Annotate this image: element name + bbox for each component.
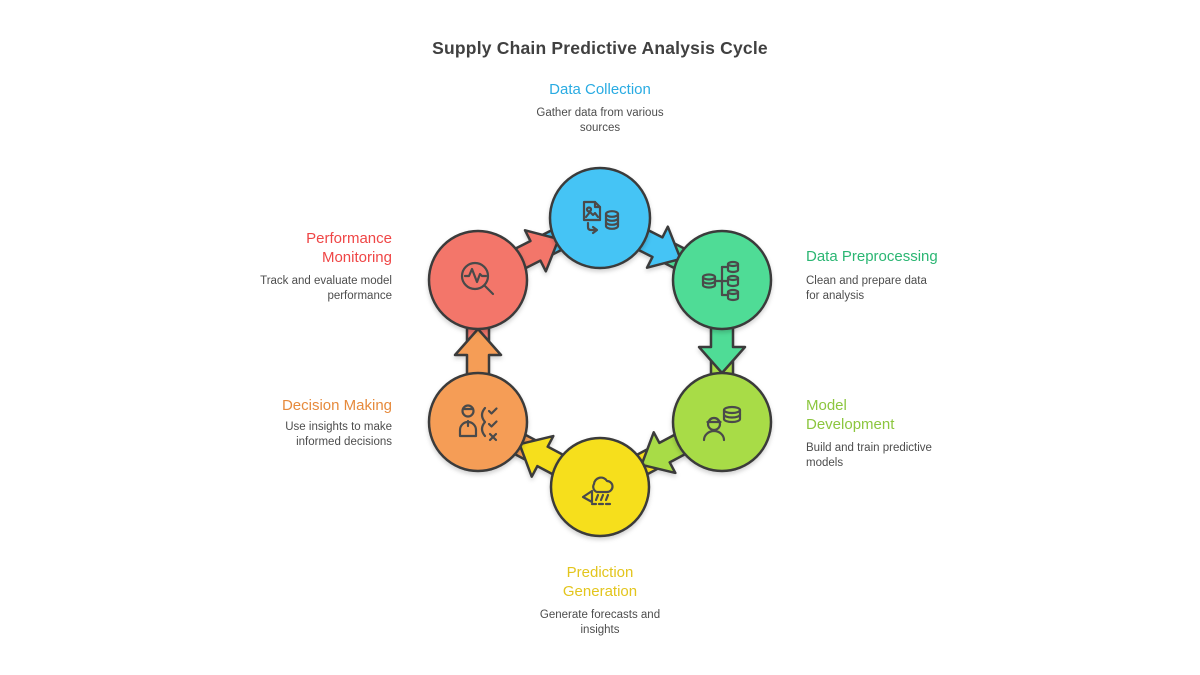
- label-performance-monitoring: Performance Monitoring: [306, 230, 392, 266]
- node-decision-making: [427, 371, 529, 473]
- node-prediction-generation: [549, 436, 651, 538]
- label-data-collection: Data Collection: [549, 81, 651, 98]
- page-title: Supply Chain Predictive Analysis Cycle: [432, 38, 768, 58]
- person-checklist-icon: [458, 404, 498, 442]
- description-data-preprocessing: Clean and prepare data for analysis: [806, 275, 927, 302]
- label-prediction-generation: Prediction Generation: [562, 564, 638, 600]
- description-performance-monitoring: Track and evaluate model performance: [260, 275, 392, 302]
- description-data-collection: Gather data from various sources: [536, 107, 664, 134]
- file-to-database-icon: [582, 200, 620, 235]
- cycle-nodes: [427, 166, 773, 538]
- engineer-database-icon: [702, 405, 742, 442]
- label-model-development: Model Development: [806, 397, 895, 433]
- magnifier-pulse-icon: [460, 261, 495, 296]
- description-prediction-generation: Generate forecasts and insights: [539, 609, 661, 636]
- node-model-development: [671, 371, 773, 473]
- label-decision-making: Decision Making: [281, 397, 392, 414]
- database-split-icon: [701, 260, 740, 302]
- label-data-preprocessing: Data Preprocessing: [806, 248, 938, 265]
- forecast-cloud-icon: [581, 476, 614, 506]
- description-decision-making: Use insights to make informed decisions: [285, 421, 392, 448]
- description-model-development: Build and train predictive models: [806, 442, 932, 469]
- node-icons: [458, 200, 742, 506]
